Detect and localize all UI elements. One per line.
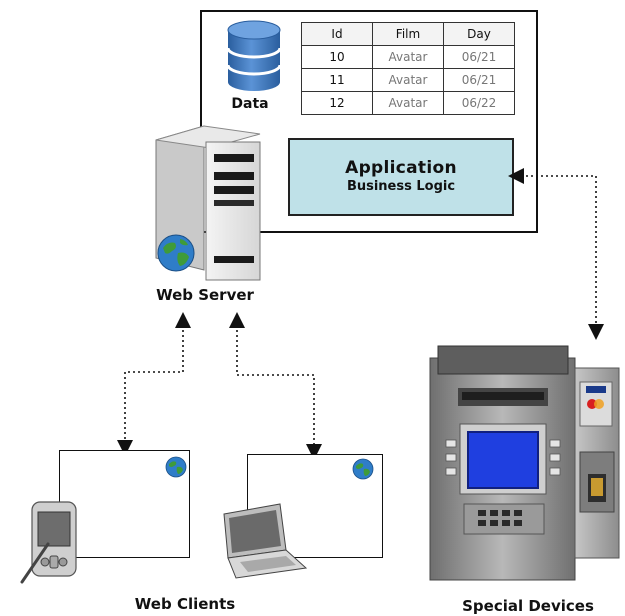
cell-id: 10	[301, 45, 373, 69]
cell-id: 11	[301, 68, 373, 92]
connector-server-to-client2	[229, 312, 322, 460]
special-devices-label: Special Devices	[462, 597, 594, 615]
application-title: Application	[345, 158, 457, 178]
cell-day: 06/21	[443, 68, 515, 92]
laptop-icon	[223, 503, 308, 579]
globe-icon	[352, 458, 374, 480]
atm-icon	[429, 345, 620, 581]
table-header-row: Id Film Day	[301, 22, 515, 46]
web-clients-label: Web Clients	[134, 595, 236, 613]
column-header-film: Film	[372, 22, 444, 46]
cell-day: 06/21	[443, 45, 515, 69]
column-header-id: Id	[301, 22, 373, 46]
application-box: Application Business Logic	[288, 138, 514, 216]
table-row: 10 Avatar 06/21	[301, 45, 515, 69]
table-row: 11 Avatar 06/21	[301, 68, 515, 92]
pda-icon	[20, 501, 77, 584]
server-tower-icon	[155, 125, 261, 281]
connector-app-to-atm	[508, 168, 604, 340]
cell-day: 06/22	[443, 91, 515, 115]
web-server-label: Web Server	[156, 286, 254, 304]
database-icon	[226, 20, 282, 91]
data-label: Data	[231, 96, 269, 112]
data-table: Id Film Day 10 Avatar 06/21 11 Avatar 06…	[301, 22, 515, 115]
cell-film: Avatar	[372, 68, 444, 92]
table-row: 12 Avatar 06/22	[301, 91, 515, 115]
globe-icon	[165, 456, 187, 478]
globe-icon	[157, 234, 195, 272]
column-header-day: Day	[443, 22, 515, 46]
cell-id: 12	[301, 91, 373, 115]
business-logic-label: Business Logic	[346, 179, 456, 194]
connector-server-to-client1	[117, 312, 191, 456]
